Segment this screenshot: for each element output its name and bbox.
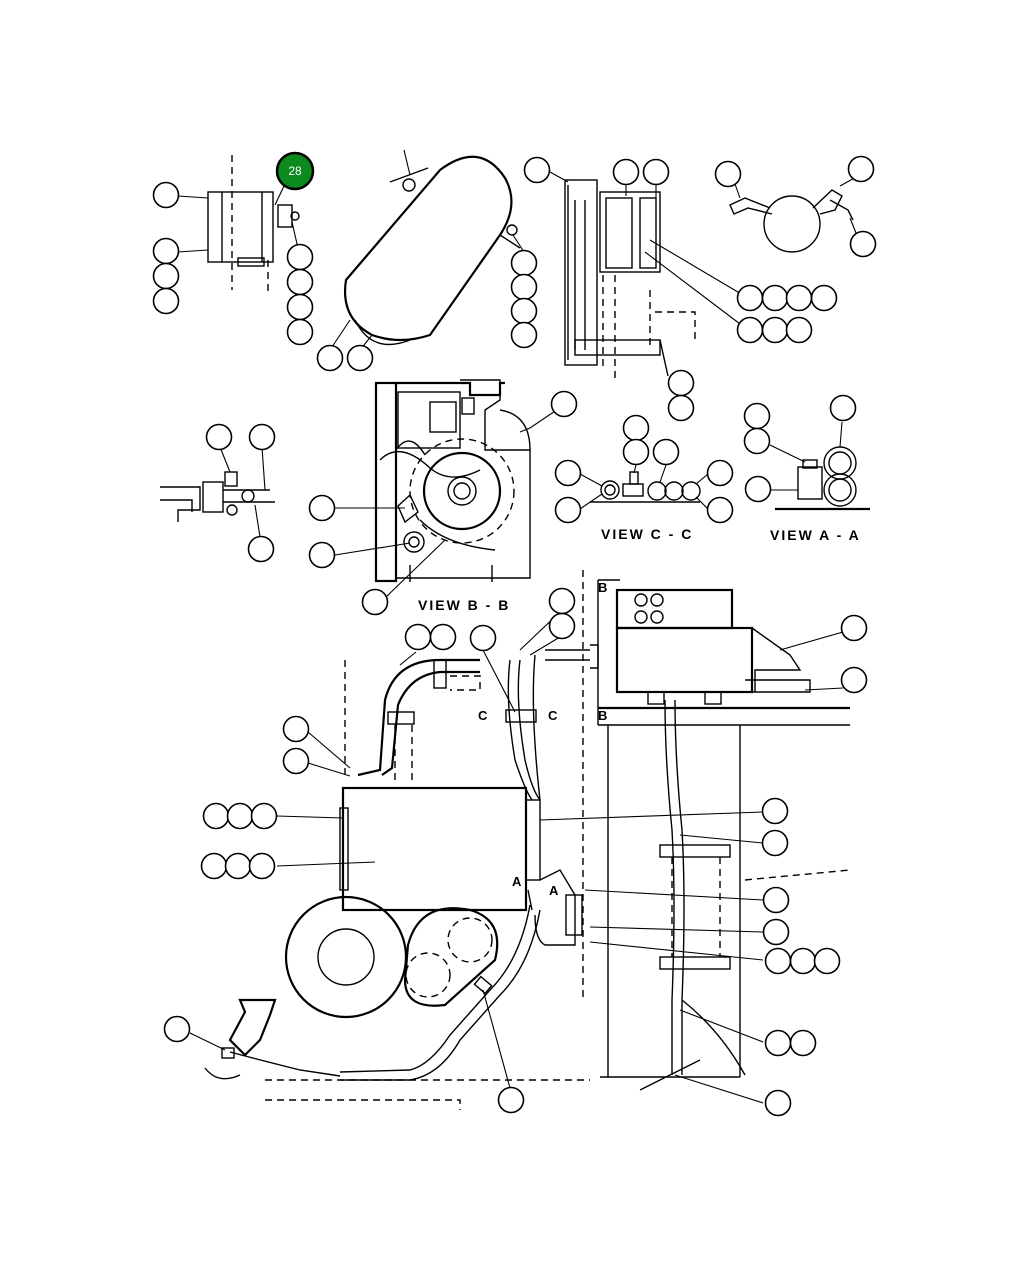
callout-balloon[interactable]	[226, 802, 254, 830]
callout-balloon[interactable]	[248, 852, 276, 880]
callout-balloon[interactable]	[840, 614, 868, 642]
main-assembly	[189, 570, 851, 1110]
callout-balloon[interactable]	[282, 715, 310, 743]
sphere-fittings	[729, 175, 859, 253]
section-marker-b-top: B	[598, 580, 607, 595]
callout-balloon[interactable]	[152, 237, 180, 265]
section-marker-c-left: C	[478, 708, 488, 723]
view-b-drawing	[334, 379, 565, 598]
callout-balloon[interactable]	[761, 316, 789, 344]
callout-balloon[interactable]	[554, 496, 582, 524]
callout-balloon[interactable]	[840, 666, 868, 694]
callout-balloon[interactable]	[849, 230, 877, 258]
callout-balloon[interactable]	[764, 947, 792, 975]
callout-balloon[interactable]	[510, 273, 538, 301]
callout-balloon[interactable]	[163, 1015, 191, 1043]
callout-balloon[interactable]	[152, 181, 180, 209]
callout-balloon[interactable]	[548, 612, 576, 640]
callout-balloon[interactable]	[286, 318, 314, 346]
callout-balloon[interactable]	[829, 394, 857, 422]
callout-balloon[interactable]	[706, 459, 734, 487]
view-b-label: VIEW B - B	[418, 597, 510, 613]
highlighted-callout[interactable]: 28	[274, 151, 315, 206]
callout-balloon[interactable]	[743, 427, 771, 455]
callout-balloon[interactable]	[762, 886, 790, 914]
callout-balloon[interactable]	[642, 158, 670, 186]
callout-balloon[interactable]	[248, 423, 276, 451]
callout-group	[152, 155, 877, 1117]
callout-balloon[interactable]	[510, 321, 538, 349]
callout-balloon[interactable]	[429, 623, 457, 651]
callout-balloon[interactable]	[789, 947, 817, 975]
highlighted-callout-circle[interactable]	[275, 151, 315, 191]
callout-balloon[interactable]	[736, 316, 764, 344]
view-c-drawing	[579, 464, 709, 510]
callout-balloon[interactable]	[286, 243, 314, 271]
callout-balloon[interactable]	[706, 496, 734, 524]
callout-balloon[interactable]	[250, 802, 278, 830]
section-marker-a-right: A	[549, 883, 559, 898]
callout-balloon[interactable]	[743, 402, 771, 430]
callout-balloon[interactable]	[346, 344, 374, 372]
callout-balloon[interactable]	[308, 494, 336, 522]
view-c-label: VIEW C - C	[601, 526, 693, 542]
callout-balloon[interactable]	[667, 369, 695, 397]
callout-balloon[interactable]	[667, 394, 695, 422]
section-marker-b-bottom: B	[598, 708, 607, 723]
callout-balloon[interactable]	[152, 262, 180, 290]
callout-balloon[interactable]	[622, 414, 650, 442]
highlighted-callout-label[interactable]: 28	[288, 164, 302, 178]
callout-balloon[interactable]	[785, 316, 813, 344]
callout-balloon[interactable]	[764, 1089, 792, 1117]
callout-balloon[interactable]	[810, 284, 838, 312]
callout-balloon[interactable]	[652, 438, 680, 466]
valve-fitting	[160, 446, 275, 538]
callout-balloon[interactable]	[762, 918, 790, 946]
callout-balloon[interactable]	[761, 284, 789, 312]
callout-balloon[interactable]	[548, 587, 576, 615]
callout-balloon[interactable]	[404, 623, 432, 651]
callout-balloon[interactable]	[247, 535, 275, 563]
callout-balloon[interactable]	[813, 947, 841, 975]
callout-balloon[interactable]	[785, 284, 813, 312]
callout-balloon[interactable]	[510, 297, 538, 325]
callout-balloon[interactable]	[469, 624, 497, 652]
callout-balloon[interactable]	[847, 155, 875, 183]
callout-balloon[interactable]	[761, 797, 789, 825]
view-a-label: VIEW A - A	[770, 527, 861, 543]
section-marker-a-left: A	[512, 874, 522, 889]
callout-balloon[interactable]	[286, 268, 314, 296]
callout-balloon[interactable]	[152, 287, 180, 315]
tank-assembly	[329, 149, 525, 351]
callout-balloon[interactable]	[286, 293, 314, 321]
callout-balloon[interactable]	[550, 390, 578, 418]
callout-balloon[interactable]	[282, 747, 310, 775]
callout-balloon[interactable]	[736, 284, 764, 312]
callout-balloon[interactable]	[554, 459, 582, 487]
callout-balloon[interactable]	[612, 158, 640, 186]
callout-balloon[interactable]	[497, 1086, 525, 1114]
callout-balloon[interactable]	[764, 1029, 792, 1057]
callout-balloon[interactable]	[316, 344, 344, 372]
callout-balloon[interactable]	[622, 438, 650, 466]
callout-balloon[interactable]	[714, 160, 742, 188]
callout-balloon[interactable]	[789, 1029, 817, 1057]
callout-balloon[interactable]	[224, 852, 252, 880]
mount-bracket	[549, 171, 749, 380]
callout-balloon[interactable]	[361, 588, 389, 616]
section-marker-c-right: C	[548, 708, 558, 723]
callout-balloon[interactable]	[510, 249, 538, 277]
callout-balloon[interactable]	[202, 802, 230, 830]
callout-balloon[interactable]	[205, 423, 233, 451]
callout-balloon[interactable]	[200, 852, 228, 880]
bracket-assembly	[177, 155, 301, 292]
callout-balloon[interactable]	[761, 829, 789, 857]
callout-balloon[interactable]	[523, 156, 551, 184]
callout-balloon[interactable]	[308, 541, 336, 569]
callout-balloon[interactable]	[744, 475, 772, 503]
view-a-drawing	[769, 421, 870, 511]
